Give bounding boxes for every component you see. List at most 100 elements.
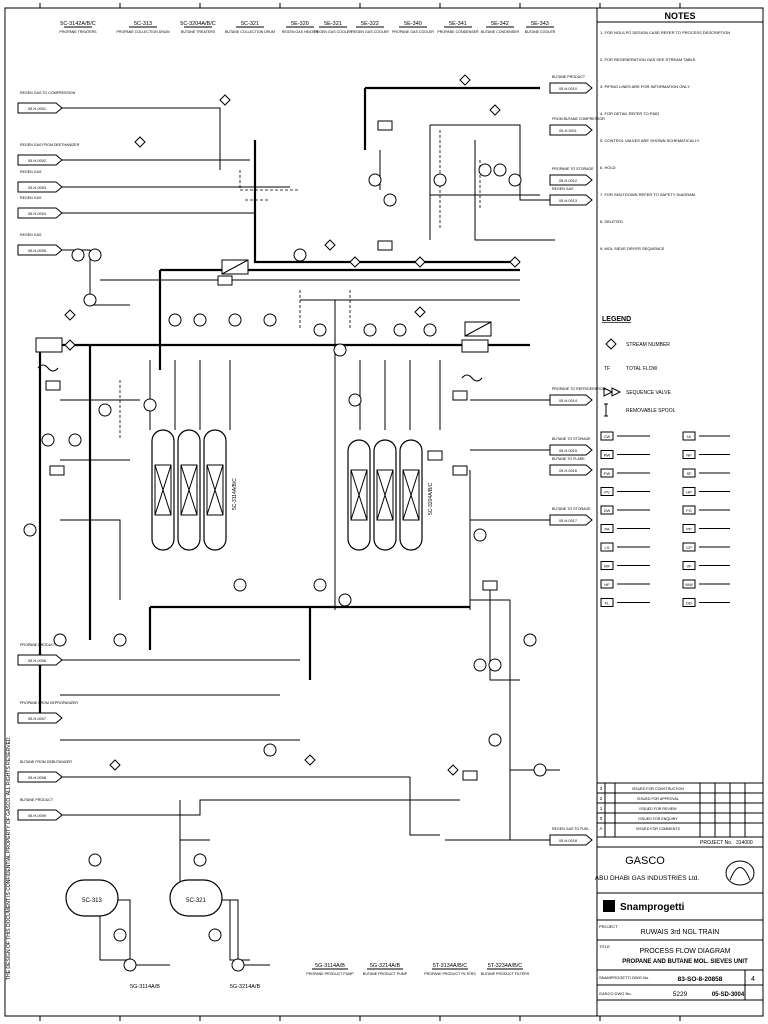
- connection-label: REGEN GAS TO FUEL: [552, 827, 589, 831]
- stream-marker: [109, 759, 121, 771]
- drawing-date: 05-SD-3004: [712, 992, 745, 998]
- revision-number: 1: [600, 806, 603, 811]
- project-label: PROJECT: [599, 924, 618, 929]
- connection-label: PROPANE PRODUCT: [20, 643, 57, 647]
- legend-entry: VF: [682, 561, 730, 570]
- stream-marker: [64, 309, 76, 321]
- connection-ref: 05-H-0011: [559, 129, 577, 133]
- connection-label: BUTANE FROM DEBUTANIZER: [20, 760, 72, 764]
- legend-entry: CP: [682, 542, 730, 552]
- sheet-number: 4: [751, 976, 755, 983]
- instrument-bubble: [533, 763, 547, 777]
- legend-title: LEGEND: [602, 316, 631, 323]
- stream-marker: [219, 94, 231, 106]
- propane-dryers: 5C-3114A/B/C: [151, 429, 238, 551]
- note-item: 9. MOL SIEVE DRYER SEQUENCE: [600, 246, 665, 251]
- legend-code: IA: [687, 434, 691, 439]
- connection-ref: 05-H-0017: [559, 519, 577, 523]
- equipment-tag: 5G-3214A/B: [370, 963, 401, 969]
- instrument-bubble: [383, 193, 397, 207]
- instrument-bubble: [313, 323, 327, 337]
- stream-number-icon: [605, 338, 617, 350]
- stream-marker: [414, 256, 426, 268]
- drawing-title-2: PROPANE AND BUTANE MOL. SIEVES UNIT: [622, 959, 748, 965]
- instrument-bubble: [68, 433, 82, 447]
- drum-tag-right: 5C-321: [186, 898, 206, 904]
- legend-entry: CW: [600, 431, 650, 441]
- instrument-bubble: [263, 313, 277, 327]
- sheet-border: [4, 7, 764, 1017]
- legend-code: FW: [604, 471, 610, 476]
- title-label: TITLE: [599, 944, 610, 949]
- instrument-box: [482, 580, 498, 591]
- connection-ref: 05-H-0003: [28, 186, 46, 190]
- instrument-bubble: [473, 528, 487, 542]
- piping-lines: [38, 86, 560, 961]
- legend-code: PV: [604, 490, 610, 495]
- equipment-tag: 5E-342: [491, 21, 509, 27]
- equipment-tag: 5E-322: [361, 21, 379, 27]
- instrument-box: [45, 380, 61, 391]
- cooler-5e340: [35, 337, 63, 353]
- note-item: 7. FOR SHUTDOWN REFER TO SAFETY DIAGRAM: [600, 192, 695, 197]
- doc-label: SNAMPROGETTI DWG No.: [599, 975, 649, 980]
- connection-ref: 05-H-0002: [28, 159, 46, 163]
- connection-label: REGEN GAS: [20, 170, 42, 174]
- instrument-bubble: [41, 433, 55, 447]
- connection-label: PROPANE FROM DEPROPANIZER: [20, 701, 78, 705]
- instrument-bubble: [523, 633, 537, 647]
- stream-marker: [64, 339, 76, 351]
- snamprogetti-logo-icon: [603, 900, 615, 912]
- notes-header-box: [596, 7, 764, 23]
- connection-ref: 05-H-0016: [559, 469, 577, 473]
- legend-sequence-valve: SEQUENCE VALVE: [626, 390, 671, 396]
- legend-entry: MF: [600, 561, 650, 570]
- instrument-bubble: [88, 248, 102, 262]
- instrument-bubble: [478, 163, 492, 177]
- instrument-box: [427, 450, 443, 461]
- gasco-logo: [725, 860, 755, 886]
- gasco-dwg-label: GASCO DWG No.: [599, 991, 632, 996]
- instrument-bubble: [88, 853, 102, 867]
- equipment-tag: 5E-321: [324, 21, 342, 27]
- instrument-bubble: [488, 658, 502, 672]
- instrument-bubble: [508, 173, 522, 187]
- connection-label: BUTANE PRODUCT: [20, 798, 54, 802]
- client-name: GASCO: [625, 855, 665, 867]
- project-no-label: PROJECT No.: [700, 840, 732, 846]
- title-block: PROJECT No. 314000 GASCO ABU DHABI GAS I…: [595, 836, 764, 1017]
- revision-description: ISSUED FOR APPROVAL: [637, 797, 679, 801]
- instrument-bubble: [113, 633, 127, 647]
- equipment-name: BUTANE PRODUCT FILTERS: [481, 972, 530, 976]
- stream-marker: [489, 104, 501, 116]
- connection-ref: 05-H-0008: [28, 776, 46, 780]
- project-no: 314000: [736, 840, 753, 846]
- legend-entry: HF: [600, 579, 650, 589]
- cooler-5e342: [461, 339, 489, 353]
- equipment-name: REGEN GAS COOLER: [351, 30, 389, 34]
- equipment-tag: 5E-341: [449, 21, 467, 27]
- revision-number: 3: [600, 786, 603, 791]
- pump-tag: 5G-3214A/B: [230, 984, 261, 990]
- equipment-tag: 5C-3142A/B/C: [60, 21, 95, 27]
- legend-code: PP: [686, 527, 692, 532]
- revision-number: A: [599, 826, 602, 831]
- instrument-box: [462, 770, 478, 781]
- revision-description: ISSUED FOR COMMENTS: [636, 827, 681, 831]
- stream-marker: [447, 764, 459, 776]
- legend-code: SF: [686, 471, 692, 476]
- inlet-connection: BUTANE FROM DEBUTANIZER 05-H-0008: [17, 760, 72, 783]
